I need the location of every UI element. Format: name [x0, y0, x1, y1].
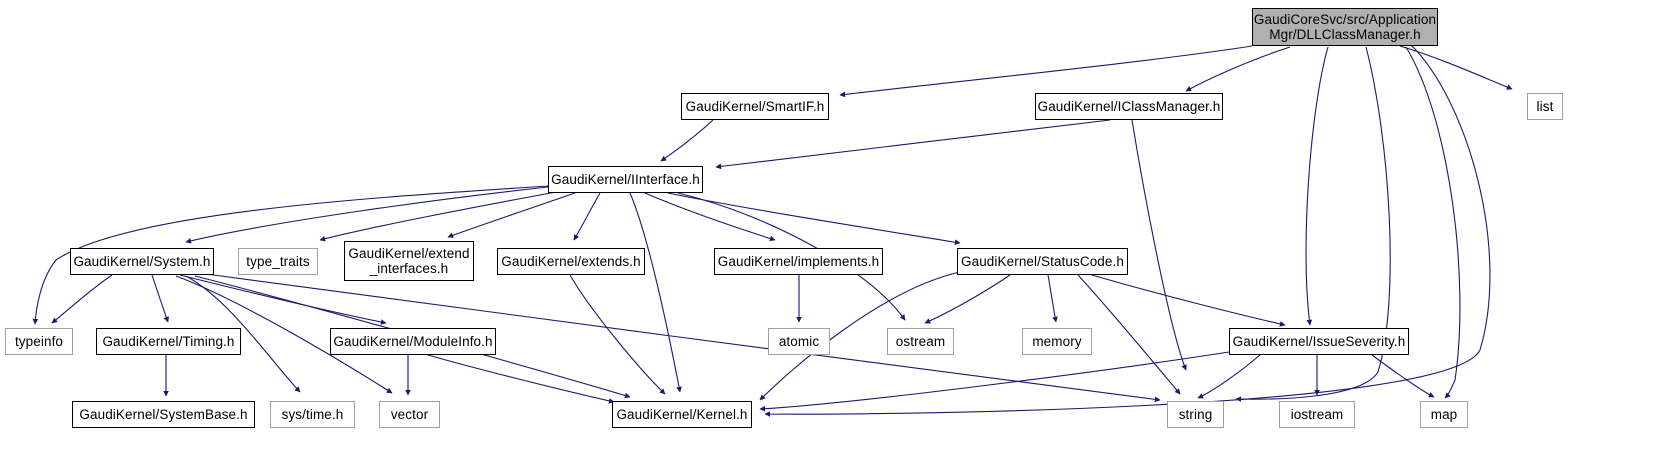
graph-node-systime[interactable]: sys/time.h: [270, 401, 355, 428]
graph-node-moduleinfo[interactable]: GaudiKernel/ModuleInfo.h: [330, 328, 496, 355]
graph-node-root[interactable]: GaudiCoreSvc/src/Application Mgr/DLLClas…: [1252, 8, 1438, 46]
graph-node-implements[interactable]: GaudiKernel/implements.h: [714, 248, 883, 275]
graph-edge: [667, 192, 961, 245]
graph-edge: [447, 192, 576, 238]
graph-edge: [179, 274, 387, 325]
graph-edge: [1371, 354, 1435, 398]
graph-edge: [839, 45, 1253, 98]
graph-edge: [1399, 45, 1513, 90]
graph-edge: [573, 192, 601, 241]
graph-edge: [151, 274, 169, 323]
graph-node-kernel[interactable]: GaudiKernel/Kernel.h: [612, 401, 752, 428]
graph-edge: [1305, 46, 1329, 326]
graph-node-string[interactable]: string: [1167, 401, 1224, 428]
graph-edge: [51, 274, 113, 324]
graph-node-atomic[interactable]: atomic: [768, 328, 830, 355]
graph-node-typetraits[interactable]: type_traits: [238, 248, 318, 275]
graph-node-smartif[interactable]: GaudiKernel/SmartIF.h: [681, 93, 829, 120]
graph-node-iinterface[interactable]: GaudiKernel/IInterface.h: [548, 166, 703, 193]
graph-edge: [1405, 46, 1461, 399]
graph-node-map[interactable]: map: [1420, 401, 1468, 428]
graph-edge: [924, 274, 1011, 324]
graph-edge: [629, 192, 682, 393]
graph-node-systembase[interactable]: GaudiKernel/SystemBase.h: [72, 401, 255, 428]
graph-edge: [1047, 274, 1058, 323]
graph-edge: [660, 119, 714, 162]
graph-node-iostream[interactable]: iostream: [1279, 401, 1355, 428]
graph-edge: [1197, 354, 1261, 399]
graph-node-extends[interactable]: GaudiKernel/extends.h: [497, 248, 645, 275]
graph-edge: [644, 192, 776, 242]
graph-edge: [185, 186, 549, 244]
graph-node-vector[interactable]: vector: [379, 401, 440, 428]
graph-edge: [1077, 274, 1181, 395]
graph-edge: [715, 119, 1111, 170]
graph-edge: [1131, 119, 1187, 371]
graph-node-statuscode[interactable]: GaudiKernel/StatusCode.h: [957, 248, 1128, 275]
graph-edge: [569, 274, 666, 395]
graph-edge: [759, 351, 1230, 412]
graph-node-iclassmgr[interactable]: GaudiKernel/IClassManager.h: [1035, 93, 1223, 120]
graph-node-extendif[interactable]: GaudiKernel/extend _interfaces.h: [344, 241, 474, 281]
graph-edge: [1185, 46, 1291, 92]
graph-node-timing[interactable]: GaudiKernel/Timing.h: [96, 328, 241, 355]
graph-node-memory[interactable]: memory: [1022, 328, 1092, 355]
graph-node-issuesev[interactable]: GaudiKernel/IssueSeverity.h: [1229, 328, 1409, 355]
graph-edge: [427, 354, 615, 404]
graph-node-list[interactable]: list: [1527, 93, 1563, 120]
graph-edge: [1091, 274, 1286, 327]
graph-node-system[interactable]: GaudiKernel/System.h: [70, 248, 214, 275]
graph-node-ostream[interactable]: ostream: [887, 328, 954, 355]
graph-edge: [319, 191, 557, 242]
graph-node-typeinfo[interactable]: typeinfo: [5, 328, 73, 355]
